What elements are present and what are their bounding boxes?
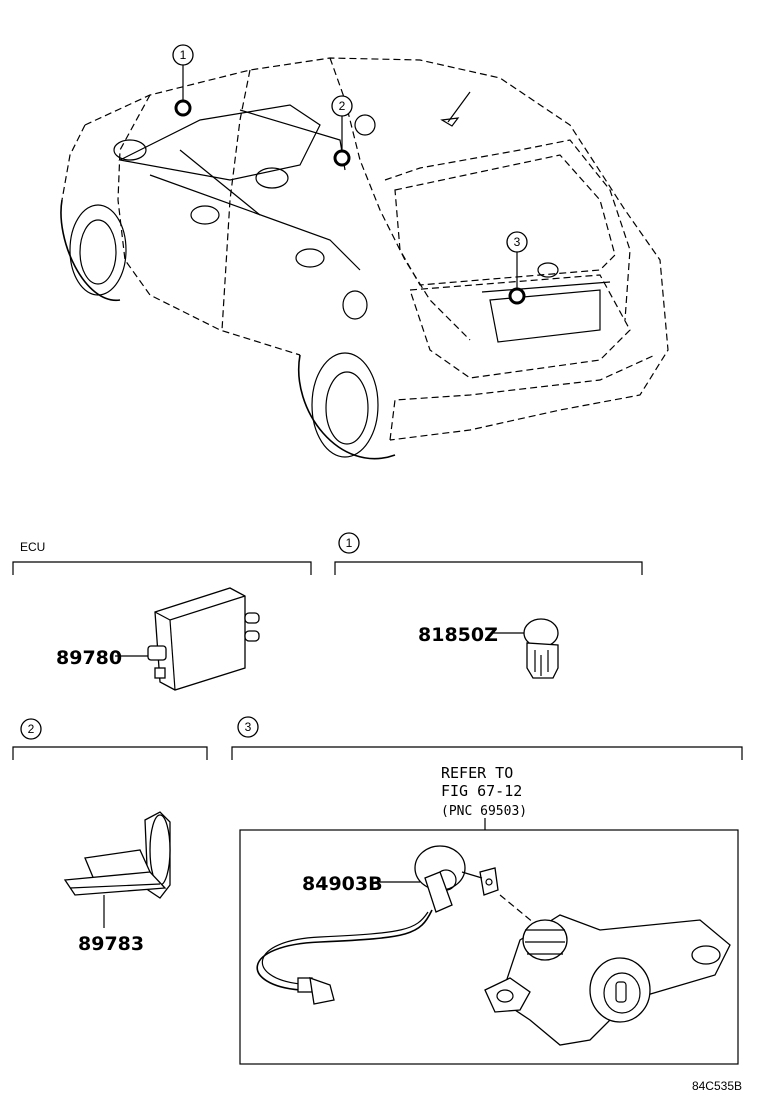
section-1-header: 1	[334, 532, 643, 575]
lock-assembly-frame	[239, 829, 739, 1065]
sensor-bracket-illustration[interactable]	[63, 811, 171, 928]
refer-line-2[interactable]: FIG 67-12	[441, 782, 522, 800]
part-number-84903b[interactable]: 84903B	[302, 873, 383, 895]
section-2-header: 2	[12, 718, 208, 760]
callout-1[interactable]: 1	[172, 44, 194, 117]
part-number-89780[interactable]: 89780	[56, 647, 122, 669]
car-overview-illustration	[60, 57, 669, 460]
callout-3-number: 3	[514, 235, 521, 249]
section-1-number: 1	[346, 536, 353, 550]
section-ecu-label: ECU	[20, 540, 45, 554]
part-number-89783[interactable]: 89783	[78, 933, 144, 955]
section-3-header: 3	[231, 716, 743, 760]
callout-3[interactable]: 3	[506, 231, 528, 305]
figure-code: 84C535B	[692, 1079, 742, 1093]
part-number-81850z[interactable]: 81850Z	[418, 624, 498, 646]
section-3-number: 3	[245, 720, 252, 734]
courtesy-switch-illustration[interactable]	[256, 845, 499, 1005]
section-ecu-header: ECU	[12, 540, 312, 575]
callout-2-number: 2	[339, 99, 346, 113]
lock-cylinder-illustration[interactable]	[484, 894, 731, 1046]
callout-1-number: 1	[180, 48, 187, 62]
refer-note: REFER TO FIG 67-12 (PNC 69503)	[441, 764, 527, 830]
callout-2[interactable]: 2	[331, 95, 353, 167]
bulb-socket-illustration[interactable]	[492, 618, 559, 679]
section-2-number: 2	[28, 722, 35, 736]
refer-line-1: REFER TO	[441, 764, 513, 782]
ecu-module-illustration[interactable]	[115, 587, 260, 691]
refer-line-3: (PNC 69503)	[441, 804, 527, 819]
